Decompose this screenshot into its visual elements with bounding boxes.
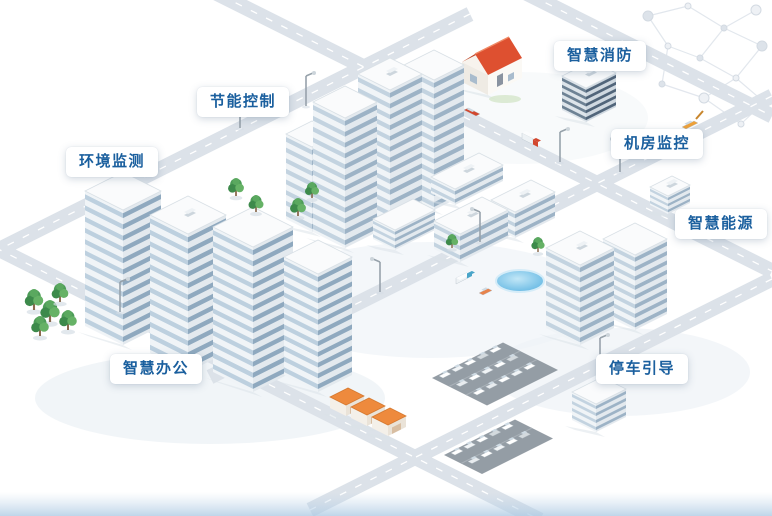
label-parking-guidance[interactable]: 停车引导 — [596, 354, 689, 384]
label-machine-room-monitoring[interactable]: 机房监控 — [611, 129, 704, 159]
label-smart-energy[interactable]: 智慧能源 — [675, 209, 768, 239]
trees — [24, 178, 545, 341]
plaza-vehicles — [455, 271, 493, 296]
building-datacenter — [565, 376, 627, 437]
label-smart-office[interactable]: 智慧办公 — [110, 354, 203, 384]
left-towers — [78, 171, 353, 397]
label-smart-fire-protection[interactable]: 智慧消防 — [554, 41, 647, 71]
house-red-roof — [455, 36, 522, 103]
pond — [495, 258, 557, 293]
building-machine-room — [643, 175, 691, 219]
midtown-towers — [279, 49, 465, 253]
bottom-fade — [0, 492, 772, 516]
label-energy-saving-control[interactable]: 节能控制 — [197, 87, 290, 117]
office-buildings — [366, 152, 556, 267]
right-towers — [539, 222, 668, 350]
parking-lots — [432, 342, 558, 474]
label-environment-monitoring[interactable]: 环境监测 — [66, 147, 159, 177]
warehouses — [323, 387, 407, 441]
road-vehicles — [463, 107, 704, 147]
